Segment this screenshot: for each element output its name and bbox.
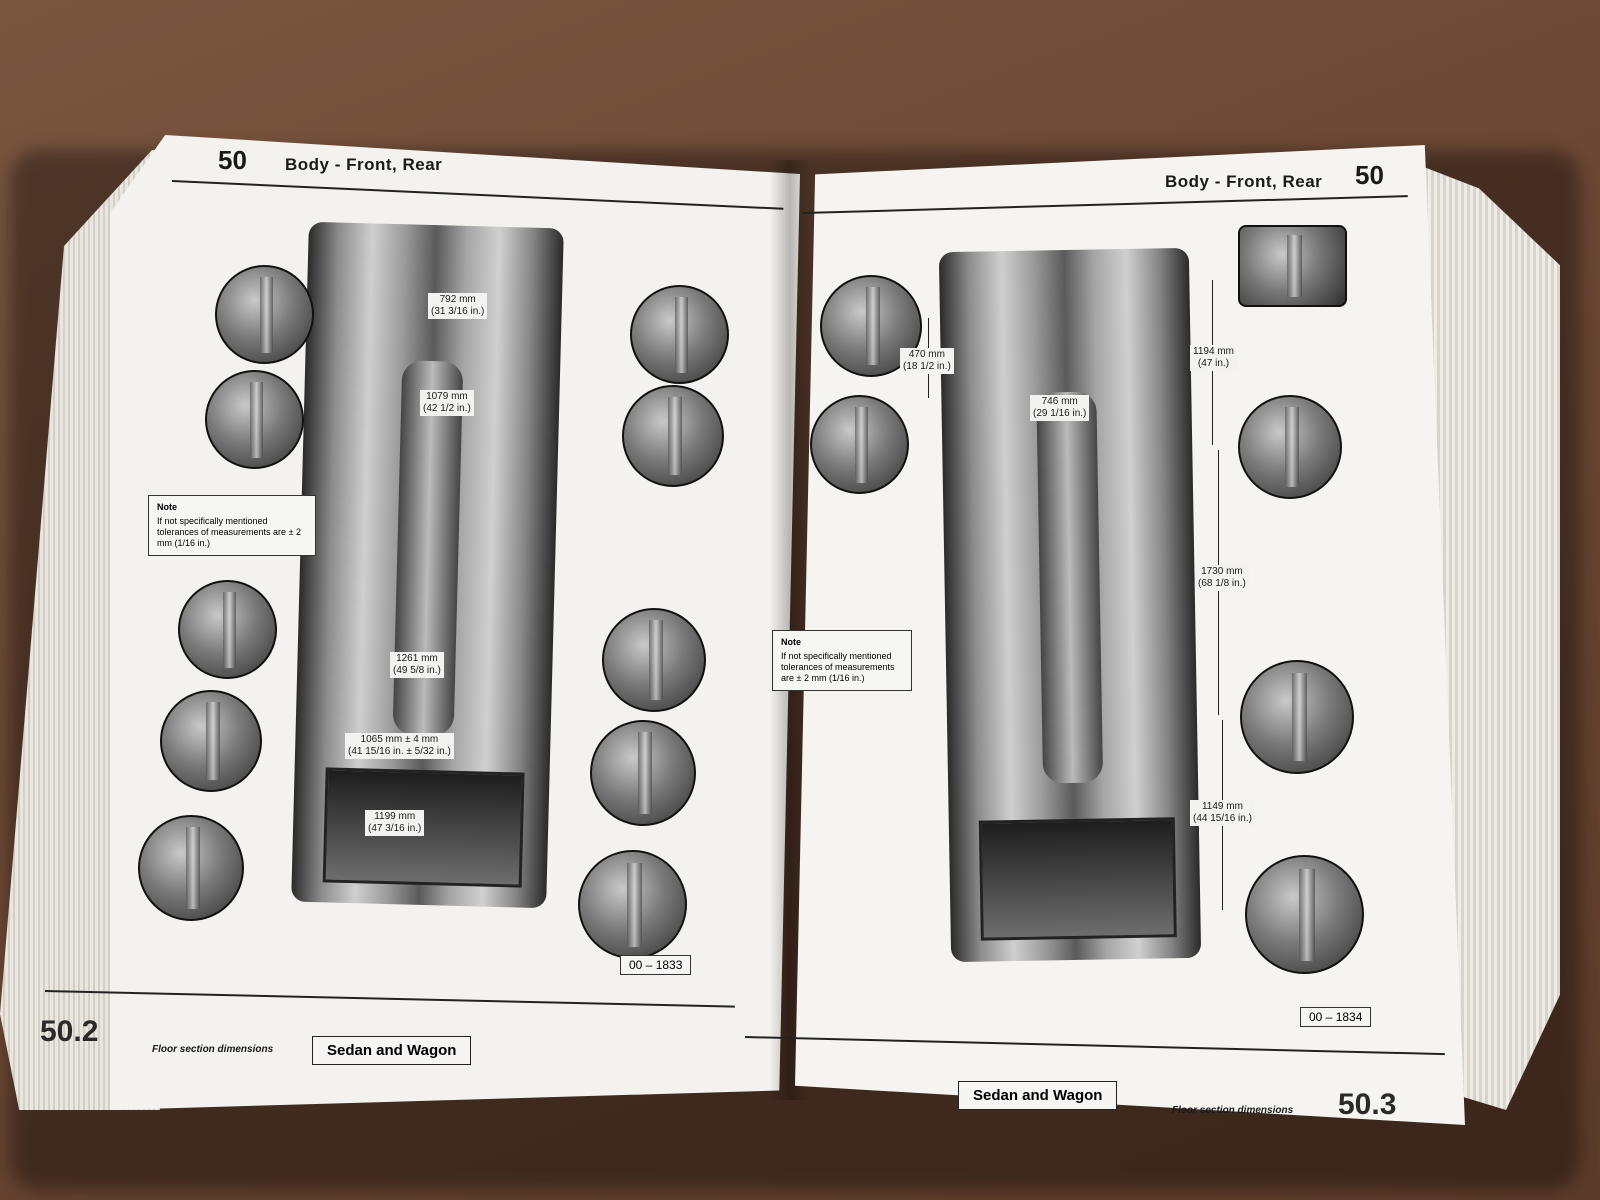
left-detail-photo-1 [215, 265, 314, 364]
left-note-title: Note [157, 502, 177, 512]
left-tolerance-note: Note If not specifically mentioned toler… [148, 495, 316, 556]
right-dimension-3: 1194 mm(47 in.) [1190, 345, 1237, 371]
left-section-number: 50 [218, 145, 247, 175]
left-underbody-photo [291, 221, 564, 909]
left-dimension-2: 1079 mm(42 1/2 in.) [420, 390, 474, 416]
right-footer-caption: Floor section dimensions [1172, 1105, 1294, 1116]
left-detail-photo-2 [205, 370, 304, 469]
left-model-label: Sedan and Wagon [312, 1036, 472, 1065]
left-footer-caption: Floor section dimensions [152, 1044, 274, 1055]
right-tolerance-note: Note If not specifically mentioned toler… [772, 630, 912, 691]
right-dimension-4: 1730 mm(68 1/8 in.) [1195, 565, 1249, 591]
right-note-title: Note [781, 637, 801, 647]
right-detail-photo-5 [1240, 660, 1354, 774]
right-figure-reference: 00 – 1834 [1300, 1007, 1372, 1027]
right-model-label: Sedan and Wagon [958, 1081, 1118, 1110]
left-dimension-3: 1261 mm(49 5/8 in.) [390, 652, 444, 678]
left-note-text: If not specifically mentioned tolerances… [157, 516, 302, 548]
right-detail-photo-2 [810, 395, 909, 494]
left-detail-photo-7 [622, 385, 724, 487]
right-note-text: If not specifically mentioned tolerances… [781, 651, 895, 683]
left-detail-photo-6 [630, 285, 729, 384]
left-detail-photo-5 [138, 815, 244, 921]
right-detail-photo-3 [1238, 225, 1347, 307]
right-dimension-5: 1149 mm(44 15/16 in.) [1190, 800, 1255, 826]
left-section-title: Body - Front, Rear [285, 155, 443, 174]
right-section-title: Body - Front, Rear [1165, 172, 1323, 191]
left-detail-photo-9 [590, 720, 696, 826]
right-section-number: 50 [1355, 160, 1384, 190]
right-detail-photo-4 [1238, 395, 1342, 499]
left-dimension-1: 792 mm(31 3/16 in.) [428, 293, 488, 319]
right-underbody-photo [938, 247, 1202, 963]
right-page-number: 50.3 [1338, 1088, 1397, 1121]
left-detail-photo-4 [160, 690, 262, 792]
left-page-number: 50.2 [40, 1015, 99, 1048]
left-dimension-4: 1065 mm ± 4 mm(41 15/16 in. ± 5/32 in.) [345, 733, 454, 759]
right-dimension-1: 470 mm(18 1/2 in.) [900, 348, 954, 374]
left-detail-photo-8 [602, 608, 706, 712]
right-dimension-2: 746 mm(29 1/16 in.) [1030, 395, 1090, 421]
left-detail-photo-10 [578, 850, 687, 959]
left-detail-photo-3 [178, 580, 277, 679]
left-figure-reference: 00 – 1833 [620, 955, 692, 975]
left-dimension-5: 1199 mm(47 3/16 in.) [365, 810, 425, 836]
right-detail-photo-6 [1245, 855, 1364, 974]
